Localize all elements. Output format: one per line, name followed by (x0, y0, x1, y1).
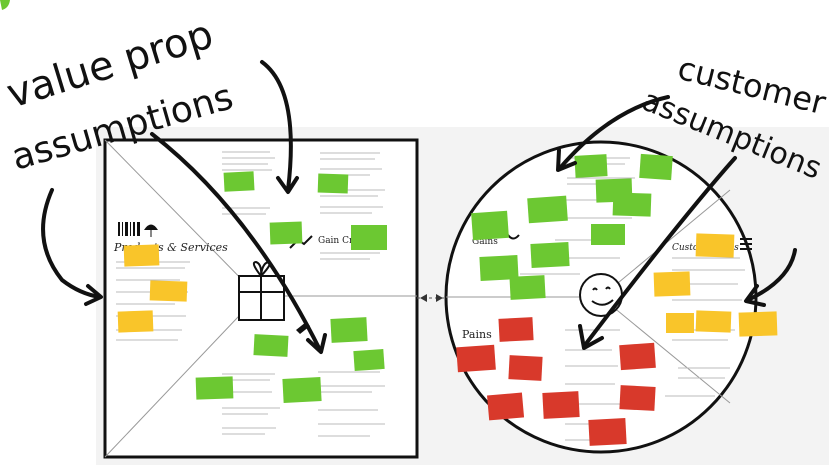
arrow-head-icon (276, 176, 299, 194)
arrow-to-pain-relievers (150, 132, 322, 352)
sticky-note (508, 355, 543, 381)
arrow-to-jobs (746, 248, 797, 302)
sticky-note (591, 224, 625, 245)
sticky-note (639, 153, 673, 181)
arrow-to-gain-creators (260, 60, 293, 192)
sticky-note (351, 225, 387, 250)
sticky-note (738, 311, 778, 337)
gain-creators-label: Gain Creators (318, 236, 382, 246)
sticky-note (619, 342, 656, 371)
smile-gains-icon (507, 234, 520, 240)
sticky-note (695, 310, 732, 333)
arrow-head-icon (578, 324, 604, 350)
sticky-note (542, 391, 580, 419)
value-map-divider (104, 139, 259, 297)
arrow-to-pains (583, 156, 737, 347)
sticky-note (527, 195, 568, 224)
sticky-note (574, 154, 608, 178)
customer-profile-sticky-notes (456, 153, 778, 446)
arrow-head-icon (84, 284, 103, 306)
sticky-note (149, 280, 188, 302)
barcode-icon (118, 222, 140, 236)
sticky-note (612, 192, 652, 217)
sticky-note (317, 173, 349, 194)
pains-label: Pains (462, 328, 492, 341)
value-map-sticky-notes (117, 171, 387, 403)
customer-profile-divider (600, 296, 731, 404)
sticky-note (619, 385, 656, 411)
sticky-note (695, 233, 735, 258)
umbrella-icon (144, 224, 158, 237)
value-map-divider (104, 295, 259, 458)
sticky-note (471, 210, 509, 241)
sticky-note (456, 344, 496, 373)
sticky-note (487, 392, 525, 421)
sticky-note (666, 313, 694, 333)
sticky-note (282, 377, 322, 403)
logo-mark-icon (0, 0, 10, 10)
arrow-head-icon (556, 148, 577, 172)
sticky-note (223, 171, 255, 192)
sticky-note (195, 376, 234, 400)
sticky-note (509, 275, 546, 300)
customer-face-icon (579, 273, 623, 317)
value-map-fine-print (116, 151, 385, 437)
sticky-note (479, 255, 519, 281)
sticky-note (330, 317, 368, 343)
sticky-note (588, 418, 627, 446)
sticky-note (269, 221, 303, 245)
sticky-note (653, 271, 691, 297)
arrow-head-icon (744, 284, 766, 307)
arrow-to-products (41, 188, 102, 299)
connector-left-arrow-icon (420, 294, 427, 302)
sticky-note (117, 310, 154, 333)
sticky-note (498, 317, 534, 342)
value-map: Products & Services Gain Creators (103, 138, 419, 459)
sticky-note (530, 242, 570, 268)
customer-profile: Gains Customer Jobs Pains (444, 140, 778, 454)
sticky-note (123, 244, 160, 267)
connector-right-arrow-icon (436, 294, 443, 302)
arrow-to-gains (558, 95, 670, 170)
gains-label: Gains (472, 237, 498, 247)
checklist-icon (740, 238, 752, 250)
sticky-note (253, 334, 289, 357)
sticky-note (353, 348, 385, 372)
arrow-head-icon (306, 333, 327, 354)
annotation-arrows (41, 60, 797, 354)
